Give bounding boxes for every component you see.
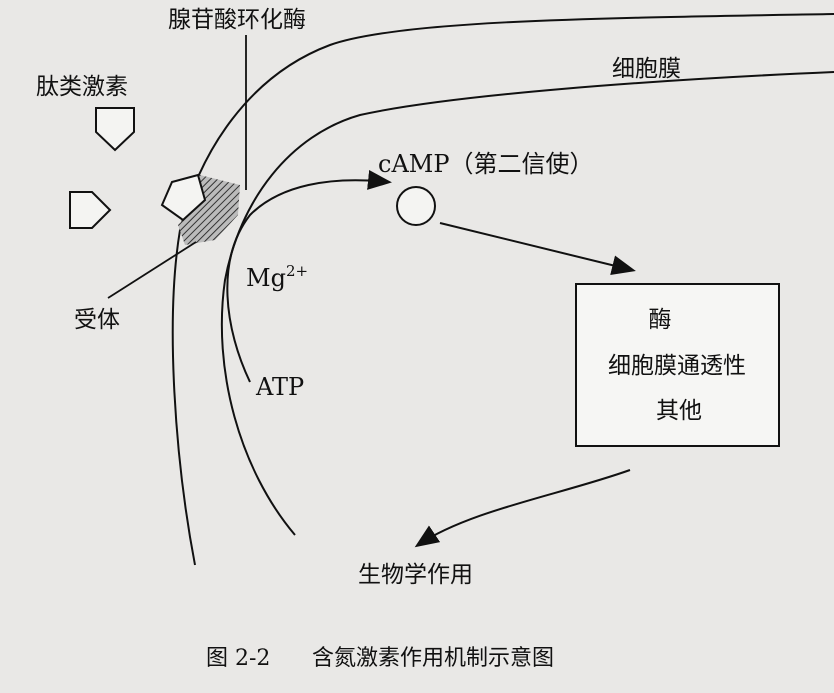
cell-membrane-inner [220,71,834,536]
membrane-permeability-label: 细胞膜通透性 [608,353,746,379]
camp-to-enzyme-arrow [439,222,636,275]
camp-circle [396,186,436,226]
peptide-hormone-label: 肽类激素 [36,74,128,100]
other-effects-label: 其他 [656,398,702,424]
hormone-bound-icon [160,173,207,222]
hormone-pentagon-icon [69,191,112,229]
adenylate-cyclase-label: 腺苷酸环化酶 [168,7,306,33]
mg-label: Mg2+ [246,262,308,292]
biological-effect-label: 生物学作用 [358,562,473,588]
enzyme-label: 酶 [649,307,672,333]
cell-membrane-label: 细胞膜 [612,56,681,82]
hormone-pentagon-icon [95,107,135,152]
receptor-shape [178,175,240,245]
camp-label: cAMP（第二信使） [378,150,594,178]
effect-to-biological-arrow [414,469,631,548]
receptor-label: 受体 [74,307,120,333]
figure-number: 图 2-2 [206,646,270,671]
atp-label: ATP [255,373,304,401]
cell-membrane-outer [171,13,834,566]
atp-to-camp-arrow [226,169,392,383]
effect-box [575,283,780,447]
receptor-pointer [107,241,197,299]
figure-caption: 含氮激素作用机制示意图 [312,646,554,671]
